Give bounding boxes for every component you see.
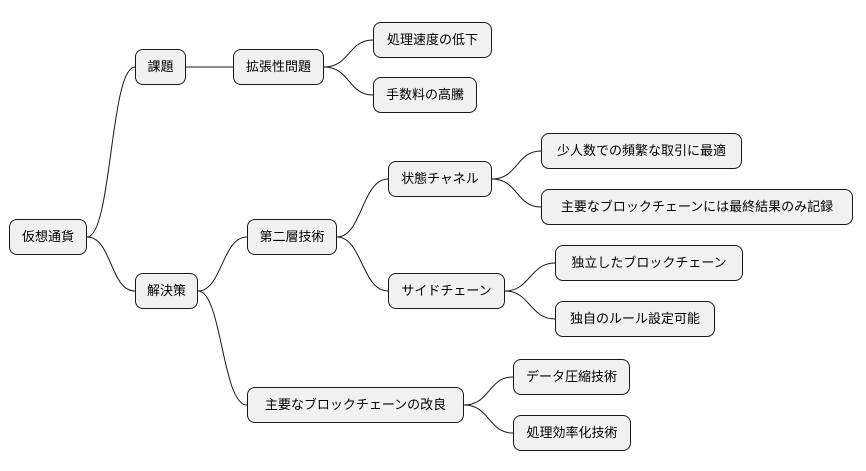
node-sidechain-leaf-independent: 独立したブロックチェーン [555, 245, 743, 281]
node-state-channel-leaf-frequent-tx: 少人数での頻繁な取引に最適 [541, 133, 742, 169]
node-root: 仮想通貨 [9, 219, 87, 255]
edge-mainchain-leaf1 [463, 376, 514, 406]
node-sidechain: サイドチェーン [388, 273, 505, 309]
node-mainchain-improvement: 主要なブロックチェーンの改良 [247, 387, 464, 423]
edge-sidechain-leaf2 [504, 290, 556, 320]
node-solution: 解決策 [135, 273, 198, 309]
edge-root-issue [86, 66, 136, 238]
node-sidechain-leaf-custom-rules: 独自のルール設定可能 [555, 301, 715, 337]
edge-statechannel-leaf1 [491, 150, 542, 180]
node-scalability-problem: 拡張性問題 [233, 49, 324, 85]
edge-scalability-speed [323, 39, 374, 68]
node-processing-speed-drop: 処理速度の低下 [373, 22, 492, 58]
node-mainchain-leaf-compression: データ圧縮技術 [513, 359, 630, 395]
node-fee-surge: 手数料の高騰 [373, 77, 477, 113]
edge-solution-mainchain [197, 290, 248, 406]
edge-root-solution [86, 236, 136, 292]
edge-mainchain-leaf2 [463, 404, 514, 434]
node-state-channel: 状態チャネル [388, 161, 492, 197]
edge-sidechain-leaf1 [504, 262, 556, 292]
node-mainchain-leaf-efficiency: 処理効率化技術 [513, 415, 631, 451]
node-issue: 課題 [135, 49, 186, 85]
node-state-channel-leaf-final-record: 主要なブロックチェーンには最終結果のみ記録 [541, 189, 853, 225]
node-layer2-tech: 第二層技術 [247, 219, 337, 255]
edge-layer2-statechannel [336, 178, 389, 238]
edge-statechannel-leaf2 [491, 178, 542, 208]
edge-scalability-fee [323, 66, 374, 96]
edge-layer2-sidechain [336, 236, 389, 292]
edge-solution-layer2 [197, 236, 248, 292]
